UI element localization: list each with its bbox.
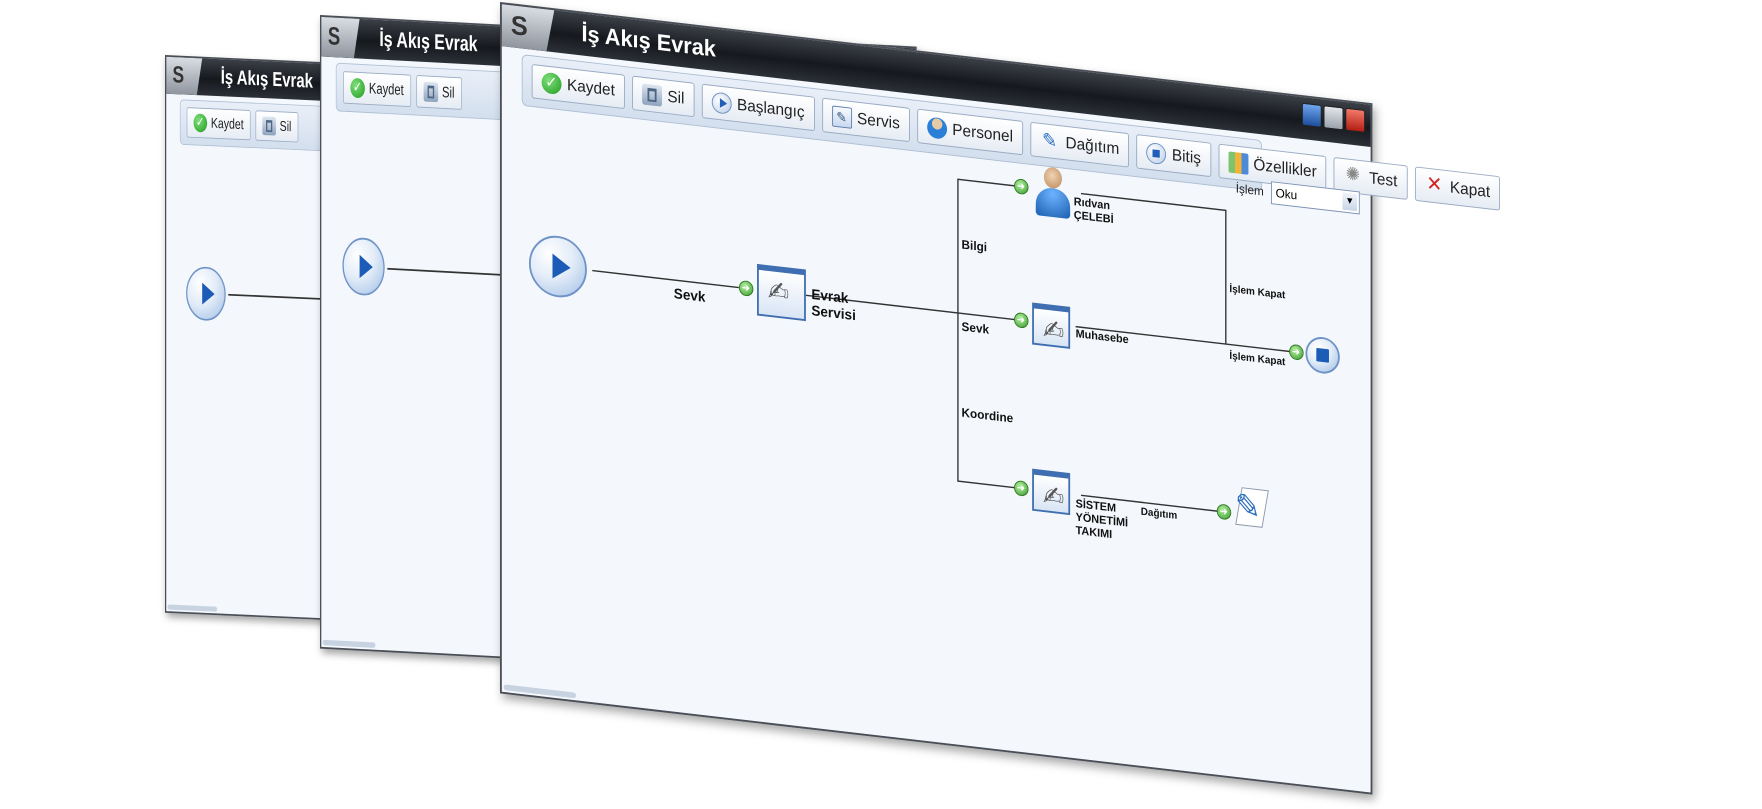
trash-icon bbox=[642, 83, 662, 107]
document-icon bbox=[831, 105, 852, 129]
delete-button-label: Sil bbox=[667, 87, 685, 108]
delete-button-label: Sil bbox=[279, 118, 292, 135]
close-icon bbox=[1425, 174, 1445, 197]
service-node-sistem[interactable] bbox=[1032, 468, 1071, 516]
delete-button[interactable]: Sil bbox=[255, 110, 299, 143]
workflow-canvas: Sevk Evrak Servisi Bilgi Sevk Koordine R… bbox=[502, 107, 1371, 792]
test-button-label: Test bbox=[1369, 168, 1398, 191]
distribution-node[interactable] bbox=[1233, 484, 1269, 530]
personnel-button-label: Personel bbox=[952, 120, 1014, 146]
check-icon bbox=[350, 77, 365, 99]
distribution-button-label: Dağıtım bbox=[1065, 133, 1120, 158]
save-button-label: Kaydet bbox=[210, 115, 244, 133]
save-button[interactable]: Kaydet bbox=[186, 107, 251, 141]
stop-icon bbox=[1146, 141, 1167, 166]
save-button[interactable]: Kaydet bbox=[343, 71, 412, 108]
save-button-label: Kaydet bbox=[368, 79, 404, 99]
delete-button-label: Sil bbox=[442, 83, 455, 102]
window-close-icon[interactable] bbox=[1345, 107, 1366, 133]
trash-icon bbox=[262, 116, 276, 136]
person-icon bbox=[926, 116, 947, 140]
play-icon bbox=[711, 91, 732, 115]
service-node-evrak[interactable] bbox=[757, 263, 806, 322]
end-button-label: Bitiş bbox=[1171, 145, 1201, 168]
check-icon bbox=[193, 113, 208, 133]
properties-button-label: Özellikler bbox=[1253, 155, 1317, 181]
trash-icon bbox=[423, 81, 439, 103]
person-head bbox=[1043, 166, 1063, 190]
service-button[interactable]: Servis bbox=[821, 97, 910, 143]
service-button-label: Servis bbox=[857, 109, 900, 133]
person-node-label: Rıdvan ÇELEBİ bbox=[1073, 194, 1114, 226]
app-logo-icon: S bbox=[166, 57, 202, 96]
window-title: İş Akış Evrak bbox=[581, 21, 716, 63]
start-button[interactable]: Başlangıç bbox=[701, 83, 815, 132]
service-node-muhasebe[interactable] bbox=[1032, 302, 1071, 349]
app-logo-icon: S bbox=[321, 17, 359, 59]
person-node-ridvan[interactable] bbox=[1035, 165, 1071, 220]
end-button[interactable]: Bitiş bbox=[1136, 134, 1211, 178]
save-button-label: Kaydet bbox=[566, 75, 615, 100]
delete-button[interactable]: Sil bbox=[632, 75, 695, 118]
edge-label-bilgi: Bilgi bbox=[961, 237, 988, 255]
minimize-icon[interactable] bbox=[1323, 105, 1344, 131]
personnel-button[interactable]: Personel bbox=[916, 108, 1023, 156]
window-title: İş Akış Evrak bbox=[220, 65, 313, 93]
main-window: S İş Akış Evrak Kaydet Sil Başlangıç Ser… bbox=[500, 2, 1501, 795]
save-button[interactable]: Kaydet bbox=[531, 63, 625, 110]
chart-icon bbox=[1228, 151, 1248, 175]
gear-icon bbox=[1344, 165, 1364, 188]
connector-lines bbox=[592, 178, 1291, 513]
window-title: İş Akış Evrak bbox=[379, 27, 478, 57]
person-body bbox=[1035, 186, 1071, 220]
edge-label-sevk-2: Sevk bbox=[961, 319, 990, 337]
distribution-button[interactable]: Dağıtım bbox=[1030, 121, 1130, 168]
delete-button[interactable]: Sil bbox=[416, 75, 462, 110]
check-icon bbox=[541, 71, 562, 96]
pen-icon bbox=[1040, 130, 1060, 153]
close-button[interactable]: Kapat bbox=[1414, 166, 1501, 211]
system-node-label: SİSTEM YÖNETİMİ TAKIMI bbox=[1075, 496, 1129, 541]
start-button-label: Başlangıç bbox=[736, 95, 805, 122]
service-node-label: Evrak Servisi bbox=[811, 286, 856, 325]
help-icon[interactable] bbox=[1301, 102, 1322, 128]
close-button-label: Kapat bbox=[1449, 178, 1491, 201]
app-logo-icon: S bbox=[502, 4, 554, 52]
